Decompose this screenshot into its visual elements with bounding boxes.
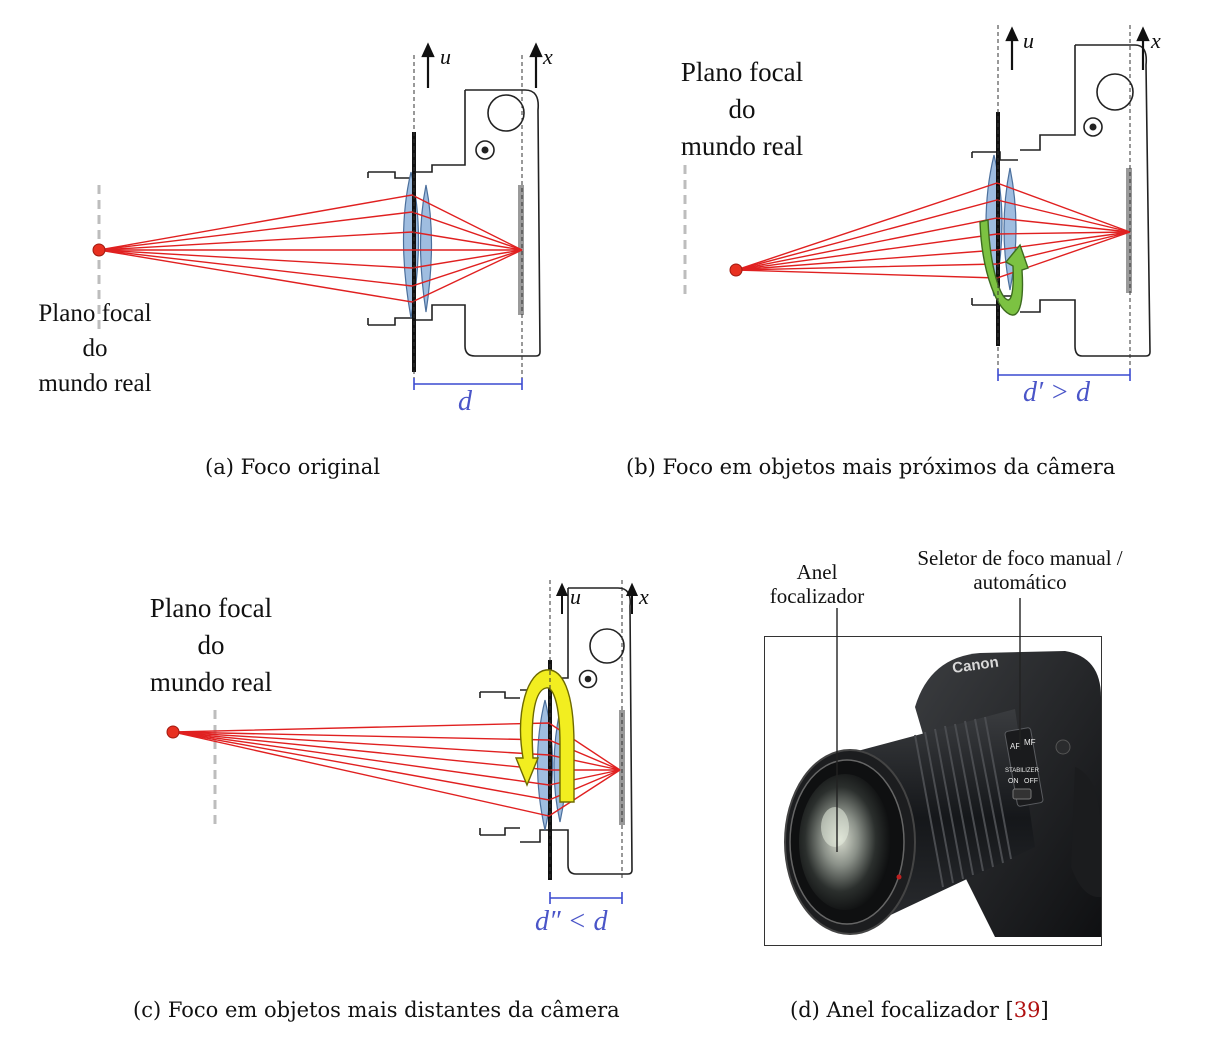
axis-label-u: u — [1023, 28, 1034, 53]
camera-photo-illustration: Canon AF MF STABILIZER ON OFF — [784, 651, 1101, 937]
focus-dot — [481, 146, 489, 154]
focus-dot-ring — [578, 669, 598, 689]
plane-label: Plano focal do mundo real — [668, 54, 816, 165]
caption-d: (d) Anel focalizador [39] — [790, 998, 1049, 1022]
focus-dot — [584, 675, 592, 683]
dimension-line — [413, 378, 523, 390]
caption-d-text: (d) Anel focalizador — [790, 998, 1006, 1022]
dimension-label: d″ < d — [535, 906, 608, 937]
lens-reflection — [821, 807, 849, 847]
plane-label-line-2: do — [197, 630, 225, 660]
caption-a: (a) Foco original — [205, 455, 381, 479]
light-rays — [172, 722, 621, 817]
front-lens-glass — [799, 774, 891, 910]
shutter-button-icon — [1055, 739, 1071, 755]
zoom-ring-grip — [914, 716, 1012, 888]
lens-mount-dot — [896, 874, 902, 880]
plane-label-line-2: do — [728, 94, 756, 124]
panel-c: u x Plano focal do mundo real d″ < d — [0, 540, 680, 960]
viewfinder-circle — [1096, 73, 1134, 111]
label-focus-ring-line-2: focalizador — [769, 584, 865, 608]
camera-body — [367, 89, 541, 357]
object-point — [166, 725, 180, 739]
light-rays — [98, 194, 523, 303]
dimension-label: d′ > d — [1023, 377, 1091, 408]
viewfinder-circle — [487, 94, 525, 132]
focus-dot — [1089, 123, 1097, 131]
panel-b: u x Plano focal do mundo real d′ > d — [620, 0, 1230, 500]
panel-c-diagram — [166, 580, 639, 904]
axis-arrows — [1005, 26, 1150, 70]
axis-arrows — [421, 42, 543, 88]
label-focus-selector: Seletor de foco manual / automático — [880, 546, 1160, 594]
caption-d-ref-close: ] — [1040, 998, 1049, 1022]
image-sensor — [619, 710, 625, 825]
caption-c: (c) Foco em objetos mais distantes da câ… — [133, 998, 620, 1022]
label-focus-ring-line-1: Anel — [796, 560, 838, 584]
plane-label-line-2: do — [82, 335, 108, 362]
af-mf-switch-panel — [1004, 727, 1044, 807]
plane-label-line-3: mundo real — [38, 370, 152, 397]
axis-label-u: u — [440, 44, 451, 69]
plane-label-line-1: Plano focal — [149, 593, 273, 623]
camera-grip — [1071, 767, 1101, 898]
axis-label-x: x — [1151, 28, 1161, 53]
lens-element-front — [402, 171, 420, 319]
plane-label-line-1: Plano focal — [680, 57, 804, 87]
plane-label-line-1: Plano focal — [38, 300, 152, 327]
axis-label-u: u — [570, 584, 581, 609]
caption-d-ref-open: [ — [1005, 998, 1014, 1022]
focus-dot-ring — [475, 140, 495, 160]
stabilizer-on-label: ON — [1008, 778, 1019, 785]
dimension-label: d — [458, 386, 472, 417]
camera-photo: Canon AF MF STABILIZER ON OFF — [764, 636, 1102, 946]
plane-label-line-3: mundo real — [149, 667, 273, 697]
stabilizer-label: STABILIZER — [1005, 768, 1040, 774]
panel-a: u x Plano focal do mundo real d — [0, 0, 600, 500]
light-rays — [735, 182, 1131, 279]
axis-label-x: x — [639, 584, 649, 609]
focus-dot-ring — [1083, 117, 1103, 137]
axis-label-x: x — [543, 44, 553, 69]
viewfinder-circle — [589, 628, 625, 664]
label-focus-selector-line-2: automático — [973, 570, 1067, 594]
label-focus-selector-line-1: Seletor de foco manual / — [917, 546, 1123, 570]
object-point — [92, 243, 106, 257]
plane-label-line-3: mundo real — [680, 131, 804, 161]
panel-b-diagram — [683, 25, 1151, 381]
caption-b: (b) Foco em objetos mais próximos da câm… — [626, 455, 1116, 479]
focus-ring-arrow-icon — [514, 669, 575, 803]
dimension-line — [549, 892, 623, 904]
label-focus-ring: Anel focalizador — [752, 560, 882, 608]
plane-label: Plano focal do mundo real — [30, 296, 160, 401]
switch-mf-label: MF — [1024, 738, 1036, 747]
stabilizer-switch — [1012, 788, 1032, 800]
dimension-line — [997, 369, 1131, 381]
image-sensor — [1126, 168, 1132, 293]
object-point — [729, 263, 743, 277]
switch-af-label: AF — [1010, 742, 1020, 751]
plane-label: Plano focal do mundo real — [136, 590, 286, 701]
panel-a-diagram — [92, 42, 543, 390]
stabilizer-off-label: OFF — [1024, 778, 1038, 785]
citation-link[interactable]: 39 — [1013, 998, 1041, 1022]
axis-arrows — [555, 582, 639, 614]
brand-logo: Canon — [951, 654, 1000, 677]
panel-d: Anel focalizador Seletor de foco manual … — [740, 540, 1210, 960]
